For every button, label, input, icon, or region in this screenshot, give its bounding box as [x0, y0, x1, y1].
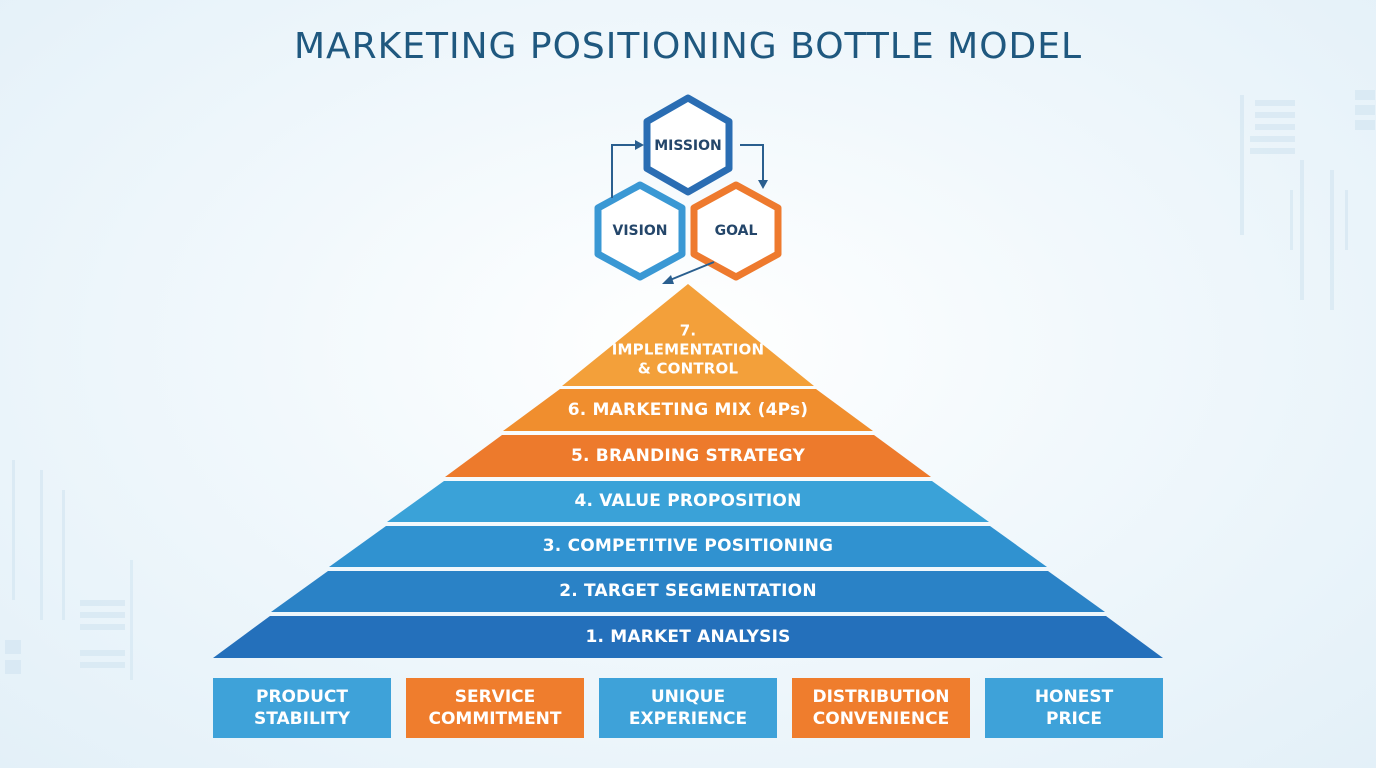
arrow-head-icon: [635, 140, 644, 150]
tier-7-shape: [562, 284, 814, 386]
goal-hexagon: [690, 181, 782, 281]
pillar-line-2: COMMITMENT: [428, 709, 562, 729]
tier-7-line-2: IMPLEMENTATION: [611, 340, 765, 359]
pillar-line-2: STABILITY: [253, 709, 351, 729]
mission-label: MISSION: [654, 138, 722, 154]
tier-4-label: 4. VALUE PROPOSITION: [574, 491, 802, 511]
goal-label: GOAL: [714, 223, 758, 239]
page-title: MARKETING POSITIONING BOTTLE MODEL: [293, 26, 1083, 67]
pillar-line-2: PRICE: [1046, 709, 1102, 729]
vision-label: VISION: [612, 223, 668, 239]
vision-hexagon: [594, 181, 686, 281]
tier-1-label: 1. MARKET ANALYSIS: [585, 627, 791, 647]
tier-7-line-3: & CONTROL: [637, 359, 739, 378]
pillar-line-1: SERVICE: [454, 687, 536, 707]
pillar-line-2: EXPERIENCE: [628, 709, 748, 729]
pillar-line-1: UNIQUE: [650, 687, 726, 707]
pillar-line-1: HONEST: [1034, 687, 1114, 707]
arrow-vision-to-mission: [611, 144, 636, 198]
tier-5-label: 5. BRANDING STRATEGY: [570, 446, 806, 466]
pillar-line-1: PRODUCT: [256, 687, 348, 707]
arrow-head-icon: [662, 275, 674, 284]
tier-2-shape: [271, 571, 1105, 612]
arrow-mission-to-goal: [740, 144, 764, 180]
tier-1-shape: [213, 616, 1163, 658]
pillar-line-2: CONVENIENCE: [812, 709, 950, 729]
tier-4-shape: [387, 481, 989, 522]
tier-3-shape: [329, 526, 1047, 567]
tier-3-label: 3. COMPETITIVE POSITIONING: [542, 536, 834, 556]
mission-hexagon: [643, 94, 733, 196]
tier-7-number: 7.: [679, 321, 697, 340]
pillar-line-1: DISTRIBUTION: [812, 687, 950, 707]
arrow-head-icon: [758, 180, 768, 189]
tier-6-shape: [503, 389, 873, 431]
tier-2-label: 2. TARGET SEGMENTATION: [559, 581, 817, 601]
tier-7-label: 7. IMPLEMENTATION & CONTROL: [612, 322, 764, 379]
cycle-arrows: [611, 140, 768, 284]
arrow-goal-to-vision: [669, 261, 715, 281]
tier-6-label: 6. MARKETING MIX (4Ps): [567, 400, 809, 420]
tier-5-shape: [445, 435, 931, 477]
